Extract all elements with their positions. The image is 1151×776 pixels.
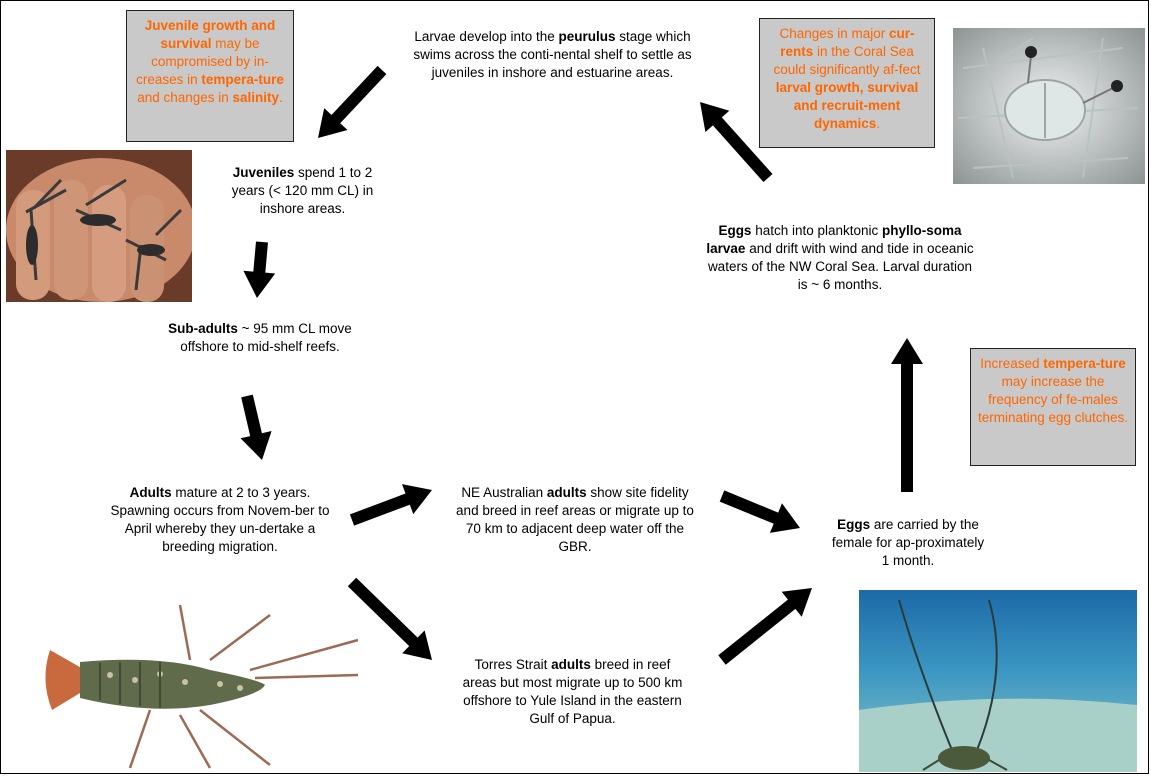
note-juvenile-growth: Juvenile growth and survival may be comp… bbox=[126, 10, 294, 142]
arrow-juveniles-to-subadults bbox=[243, 241, 276, 298]
juveniles-in-hand-photo bbox=[6, 150, 192, 302]
stage-peurulus: Larvae develop into the peurulus stage w… bbox=[413, 29, 692, 80]
arrow-adults-to-ne bbox=[349, 484, 432, 526]
stage-torres-adults: Torres Strait adults breed in reef areas… bbox=[462, 657, 683, 726]
arrow-hatch-to-peurulus bbox=[700, 102, 773, 182]
arrow-eggs-to-hatch bbox=[891, 338, 923, 492]
note-temperature: Increased tempera-ture may increase the … bbox=[970, 348, 1136, 466]
stage-ne-adults: NE Australian adults show site fidelity … bbox=[456, 485, 694, 554]
phyllosoma-larva-photo bbox=[953, 28, 1145, 184]
arrow-adults-to-ts bbox=[347, 577, 432, 660]
stage-adults: Adults mature at 2 to 3 years. Spawning … bbox=[110, 485, 330, 554]
arrow-ts-to-eggs bbox=[718, 588, 812, 665]
stage-subadults: Sub-adults ~ 95 mm CL move offshore to m… bbox=[168, 321, 352, 354]
stage-eggs-hatch: Eggs hatch into planktonic phyllo-soma l… bbox=[706, 223, 974, 292]
arrow-to-juveniles bbox=[318, 65, 387, 138]
adult-lobster-photo bbox=[40, 600, 360, 770]
arrow-ne-to-eggs bbox=[719, 490, 800, 533]
stage-juveniles: Juveniles spend 1 to 2 years (< 120 mm C… bbox=[231, 165, 374, 216]
note-currents: Changes in major cur-rents in the Coral … bbox=[759, 18, 935, 148]
lobster-underwater-photo bbox=[859, 590, 1137, 772]
stage-eggs-carried: Eggs are carried by the female for ap-pr… bbox=[831, 517, 985, 568]
arrow-subadults-to-adults bbox=[240, 394, 272, 460]
